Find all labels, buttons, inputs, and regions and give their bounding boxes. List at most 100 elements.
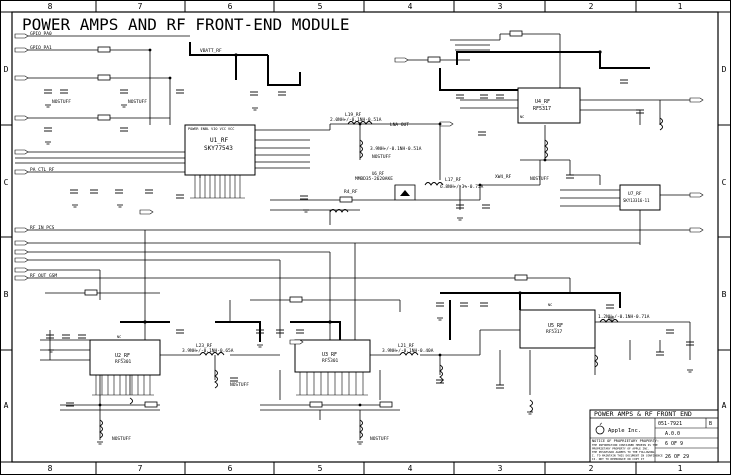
nostuff-label: NOSTUFF <box>112 436 131 442</box>
gpio-b-label: GPIO_PA1 <box>30 45 52 51</box>
u1-pin-header: POWER ENBL VIO VCC VCC <box>188 127 234 131</box>
row-label: C <box>722 178 727 187</box>
notice-line: PROPRIETARY PROPERTY OF APPLE INC. <box>592 447 650 451</box>
row-label: B <box>4 290 9 299</box>
col-label: 4 <box>408 464 413 473</box>
col-label: 8 <box>48 464 53 473</box>
ic-u3: U3_RF RF5301 <box>294 339 371 396</box>
col-label: 4 <box>408 2 413 11</box>
row-labels: D C B A D C B A <box>4 65 727 410</box>
notice-line: II. NOT TO REPRODUCE OR COPY IT <box>592 457 645 461</box>
offpage-connectors <box>14 33 704 345</box>
col-label: 5 <box>318 2 323 11</box>
gpio-a-label: GPIO_PA0 <box>30 31 52 37</box>
nostuff-label: NOSTUFF <box>128 99 147 105</box>
u4-ref: U4_RF <box>535 99 550 105</box>
rf-in-label: RF_IN_PCS <box>30 225 55 231</box>
company-name: Apple Inc. <box>608 428 641 434</box>
ic-u1: POWER ENBL VIO VCC VCC U1_RF SKY77543 <box>184 124 256 199</box>
u6-ref: U6_RF <box>372 171 385 176</box>
u5-nc: NC <box>548 303 552 307</box>
junction-dots <box>98 48 602 407</box>
notice-line: I. TO MAINTAIN THIS DOCUMENT IN CONFIDEN… <box>592 454 663 458</box>
col-label: 1 <box>678 2 683 11</box>
xw4-label: XW4_RF <box>495 174 512 180</box>
u2-nc: NC <box>117 335 121 339</box>
l21-value: 3.9NH+/-0.1NH-0.40A <box>382 348 434 354</box>
vbatt-label: VBATT_RF <box>200 48 222 54</box>
row-label: D <box>4 65 9 74</box>
l17-value: 6.8NH+/-3%-0.75A <box>440 184 484 190</box>
power-rails <box>120 42 650 342</box>
col-label: 1 <box>678 464 683 473</box>
row-label: D <box>722 65 727 74</box>
u3-ref: U3_RF <box>322 352 337 358</box>
row-label: A <box>4 401 9 410</box>
revision: A.0.0 <box>665 431 680 437</box>
u7-part: SKY13316-11 <box>623 198 650 203</box>
col-label: 2 <box>589 2 594 11</box>
u3-part: RF5301 <box>322 358 339 364</box>
nostuff-label: NOSTUFF <box>230 382 249 388</box>
col-label: 7 <box>138 464 143 473</box>
l19-value: 2.0NH+/-0.1NH-0.51A <box>330 117 382 123</box>
page-number: 26 OF 29 <box>665 454 689 460</box>
notice-line: THE INFORMATION CONTAINED HEREIN IS THE <box>592 443 658 447</box>
nostuff-label: NOSTUFF <box>530 176 549 182</box>
u1-ref: U1_RF <box>210 137 228 144</box>
apple-logo-icon <box>595 422 605 435</box>
l21-ref: L21_RF <box>398 343 415 349</box>
ic-u4: U4_RF RF5317 NC <box>517 87 581 124</box>
l20-value: 3.9NH+/-0.1NH-0.51A <box>370 146 422 152</box>
lna-label: LNA OUT <box>390 122 409 128</box>
notice-line: THE POSSESSOR AGREES TO THE FOLLOWING: <box>592 450 656 454</box>
col-label: 6 <box>228 2 233 11</box>
resistors <box>84 30 528 408</box>
l17-ref: L17_RF <box>445 177 462 183</box>
signal-wires <box>15 33 700 440</box>
ic-u6: MMBD35-2620AKE U6_RF <box>355 171 416 201</box>
row-label: B <box>722 290 727 299</box>
u4-nc: NC <box>520 115 524 119</box>
r4-ref: R4_RF <box>344 189 358 195</box>
l19-ref: L19_RF <box>345 112 362 118</box>
col-label: 6 <box>228 464 233 473</box>
u2-ref: U2_RF <box>115 353 130 359</box>
title-block: POWER AMPS & RF FRONT END Apple Inc. 051… <box>589 409 719 463</box>
rf-out-label: RF_OUT_GSM <box>30 273 57 279</box>
column-labels-bottom: 8 7 6 5 4 3 2 1 <box>48 464 683 473</box>
sheet-number: 6 OF 9 <box>665 441 683 447</box>
col-label: 3 <box>498 464 503 473</box>
notice-heading: NOTICE OF PROPRIETARY PROPERTY: <box>592 439 659 443</box>
drawing-number: 051-7921 <box>658 421 682 427</box>
u7-ref: U7_RF <box>628 191 642 197</box>
ground-symbols <box>45 104 693 445</box>
pa-ctl-label: PA_CTL_RF <box>30 167 55 173</box>
rev-label: B <box>709 421 712 427</box>
u6-part: MMBD35-2620AKE <box>355 176 393 182</box>
annotations: L19_RF 2.0NH+/-0.1NH-0.51A 3.9NH+/-0.1NH… <box>30 31 650 442</box>
u5-part: RF5317 <box>546 329 563 335</box>
sheet-title: POWER AMPS AND RF FRONT-END MODULE <box>22 15 350 34</box>
u5-ref: U5_RF <box>548 323 563 329</box>
col-label: 8 <box>48 2 53 11</box>
ic-u5: U5_RF RF5317 NC <box>519 303 596 349</box>
col-label: 7 <box>138 2 143 11</box>
u2-part: RF5301 <box>115 359 132 365</box>
l24-value: 1.2NH+/-0.1NH-0.71A <box>598 314 650 320</box>
ic-u2: U2_RF RF5301 NC <box>89 335 161 396</box>
ic-u7: U7_RF SKY13316-11 <box>619 184 661 211</box>
nostuff-label: NOSTUFF <box>52 99 71 105</box>
capacitors <box>44 79 694 407</box>
row-label: A <box>722 401 727 410</box>
row-label: C <box>4 178 9 187</box>
u4-part: RF5317 <box>533 106 551 112</box>
column-labels-top: 8 7 6 5 4 3 2 1 <box>48 2 683 11</box>
title-block-title: POWER AMPS & RF FRONT END <box>594 410 692 418</box>
l23-value: 3.9NH+/-0.1NH-0.65A <box>182 348 234 354</box>
col-label: 3 <box>498 2 503 11</box>
nostuff-label: NOSTUFF <box>372 154 391 160</box>
